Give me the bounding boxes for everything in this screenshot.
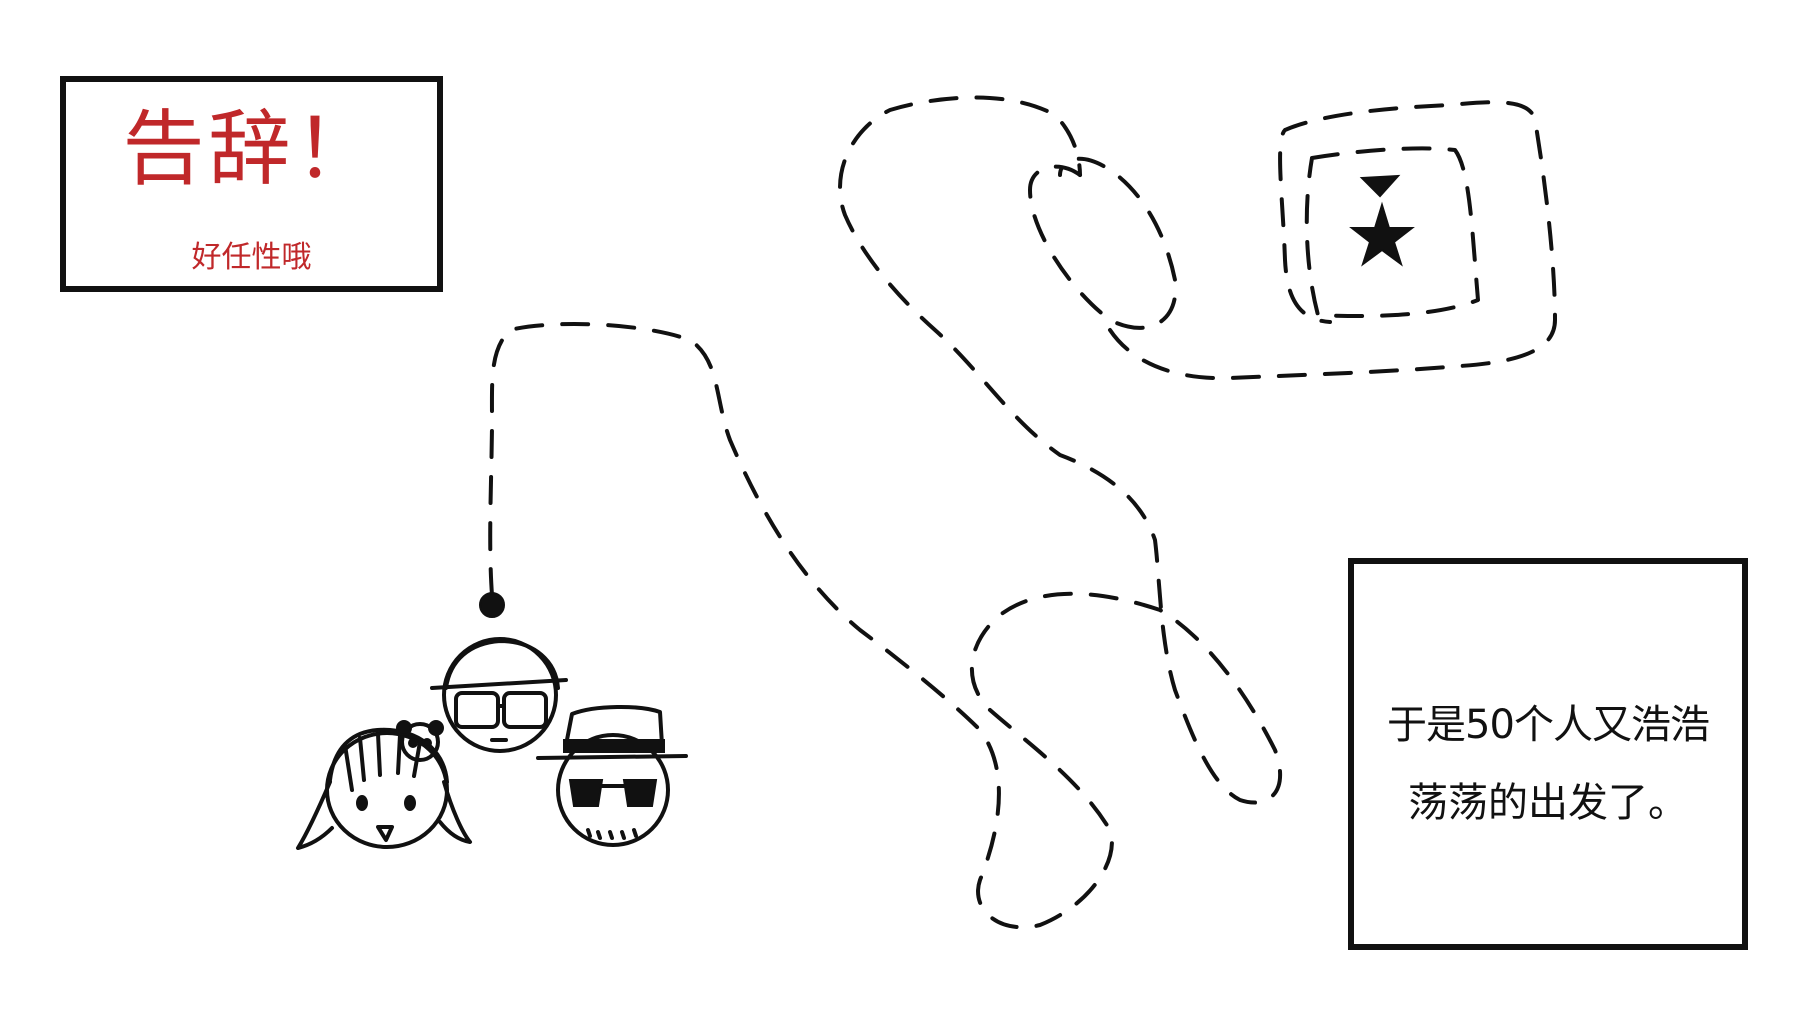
man-with-hat-sunglasses-icon xyxy=(536,705,688,847)
panel-subheading: 好任性哦 xyxy=(191,240,312,275)
star-icon xyxy=(1349,174,1415,267)
caption-line-1: 于是50个人又浩浩 xyxy=(1387,702,1710,748)
panda-icon xyxy=(396,720,444,762)
dashed-path-icon xyxy=(488,95,1557,930)
start-dot-icon xyxy=(479,592,505,618)
panel-heading: 告辞！ xyxy=(122,102,381,197)
man-with-cap-glasses-icon xyxy=(430,637,568,753)
title-panel: 告辞！ 好任性哦 xyxy=(60,76,443,292)
caption-line-2: 荡荡的出发了。 xyxy=(1408,780,1688,826)
caption-text: 于是50个人又浩浩 荡荡的出发了。 xyxy=(1358,686,1738,842)
caption-panel: 于是50个人又浩浩 荡荡的出发了。 xyxy=(1348,558,1748,950)
girl-with-panda-icon xyxy=(296,720,472,850)
